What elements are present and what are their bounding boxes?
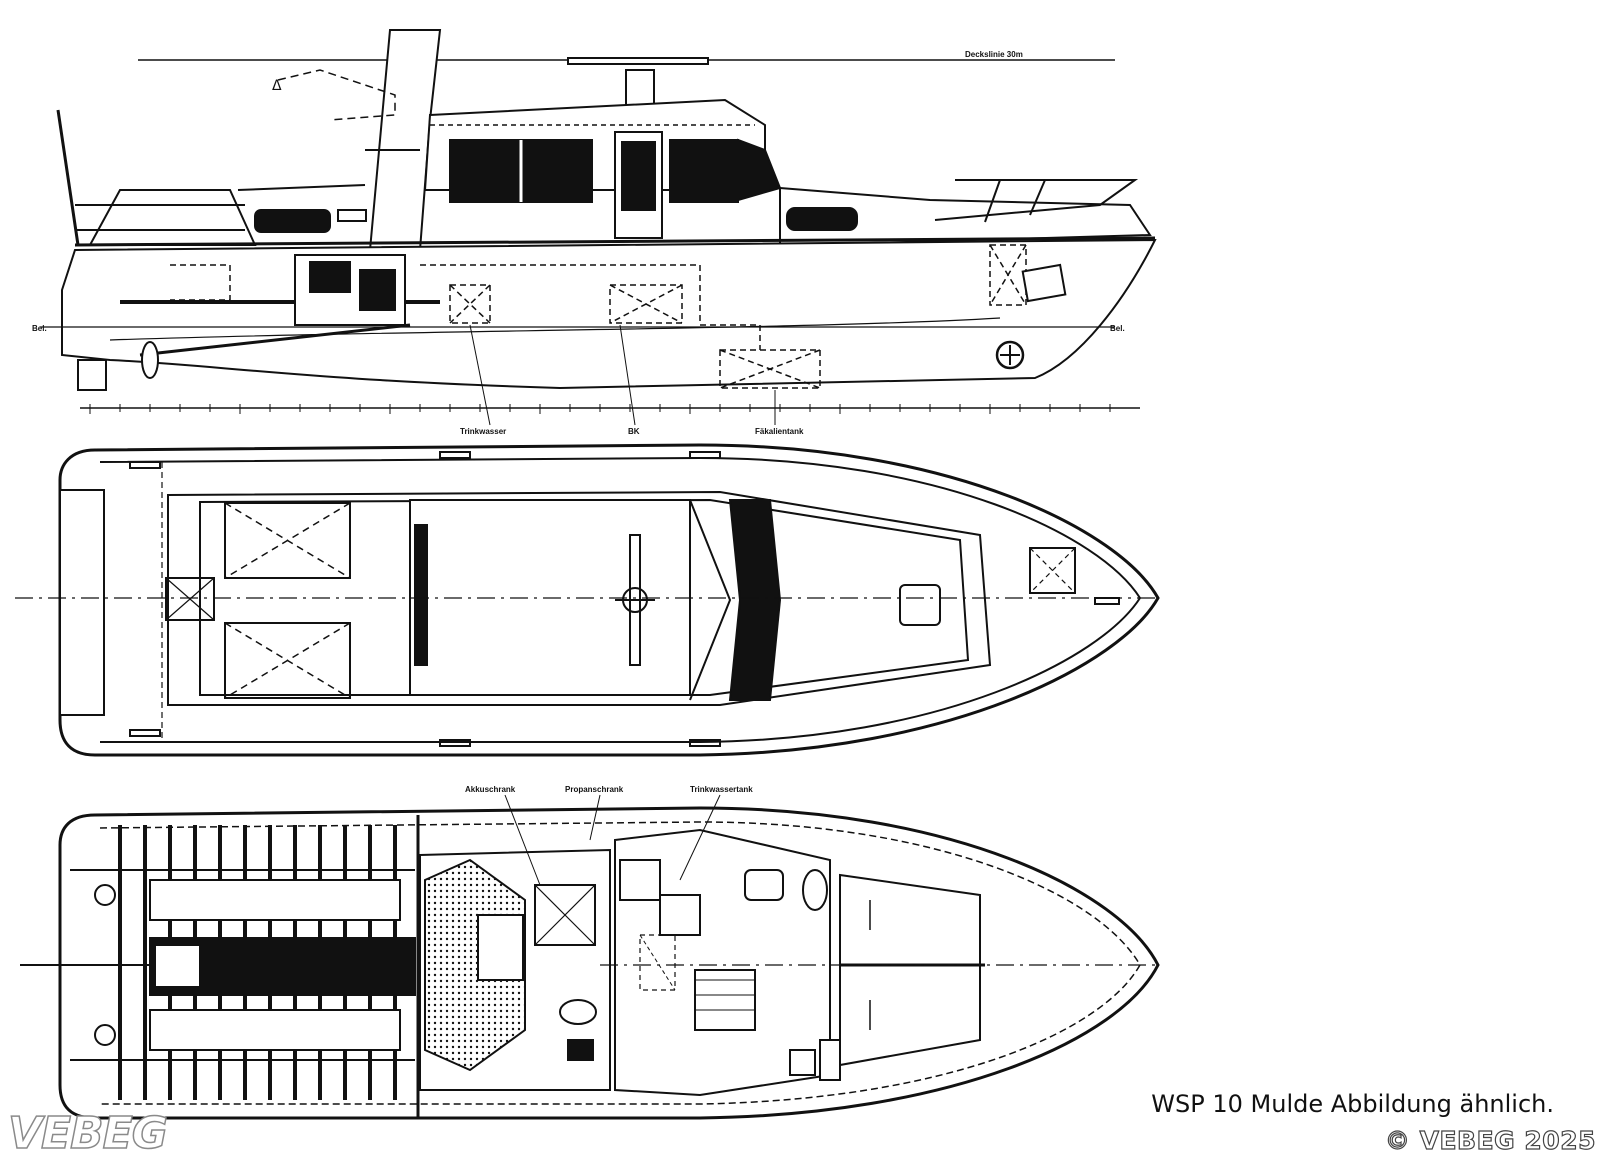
tank-label-1: Trinkwasser [460,427,506,436]
cabinet-label-3: Trinkwassertank [690,785,753,794]
tank-label-2: BK [628,427,640,436]
station-left-label: Bel. [32,324,47,333]
image-caption: WSP 10 Mulde Abbildung ähnlich. [1151,1090,1554,1118]
cabinet-label-1: Akkuschrank [465,785,516,794]
station-right-label: Bel. [1110,324,1125,333]
tank-label-3: Fäkalientank [755,427,804,436]
top-view [15,443,1160,757]
copyright-notice: © VEBEG 2025 [1384,1125,1596,1155]
svg-text:ᐃ: ᐃ [272,78,282,94]
cabinet-label-2: Propanschrank [565,785,624,794]
vebeg-logo: VEBEG [7,1107,168,1160]
side-view: Deckslinie 30m ᐃ [32,29,1157,436]
lower-deck-plan: Akkuschrank Propanschrank Trinkwassertan… [20,785,1160,1120]
deck-line-label: Deckslinie 30m [965,50,1023,59]
